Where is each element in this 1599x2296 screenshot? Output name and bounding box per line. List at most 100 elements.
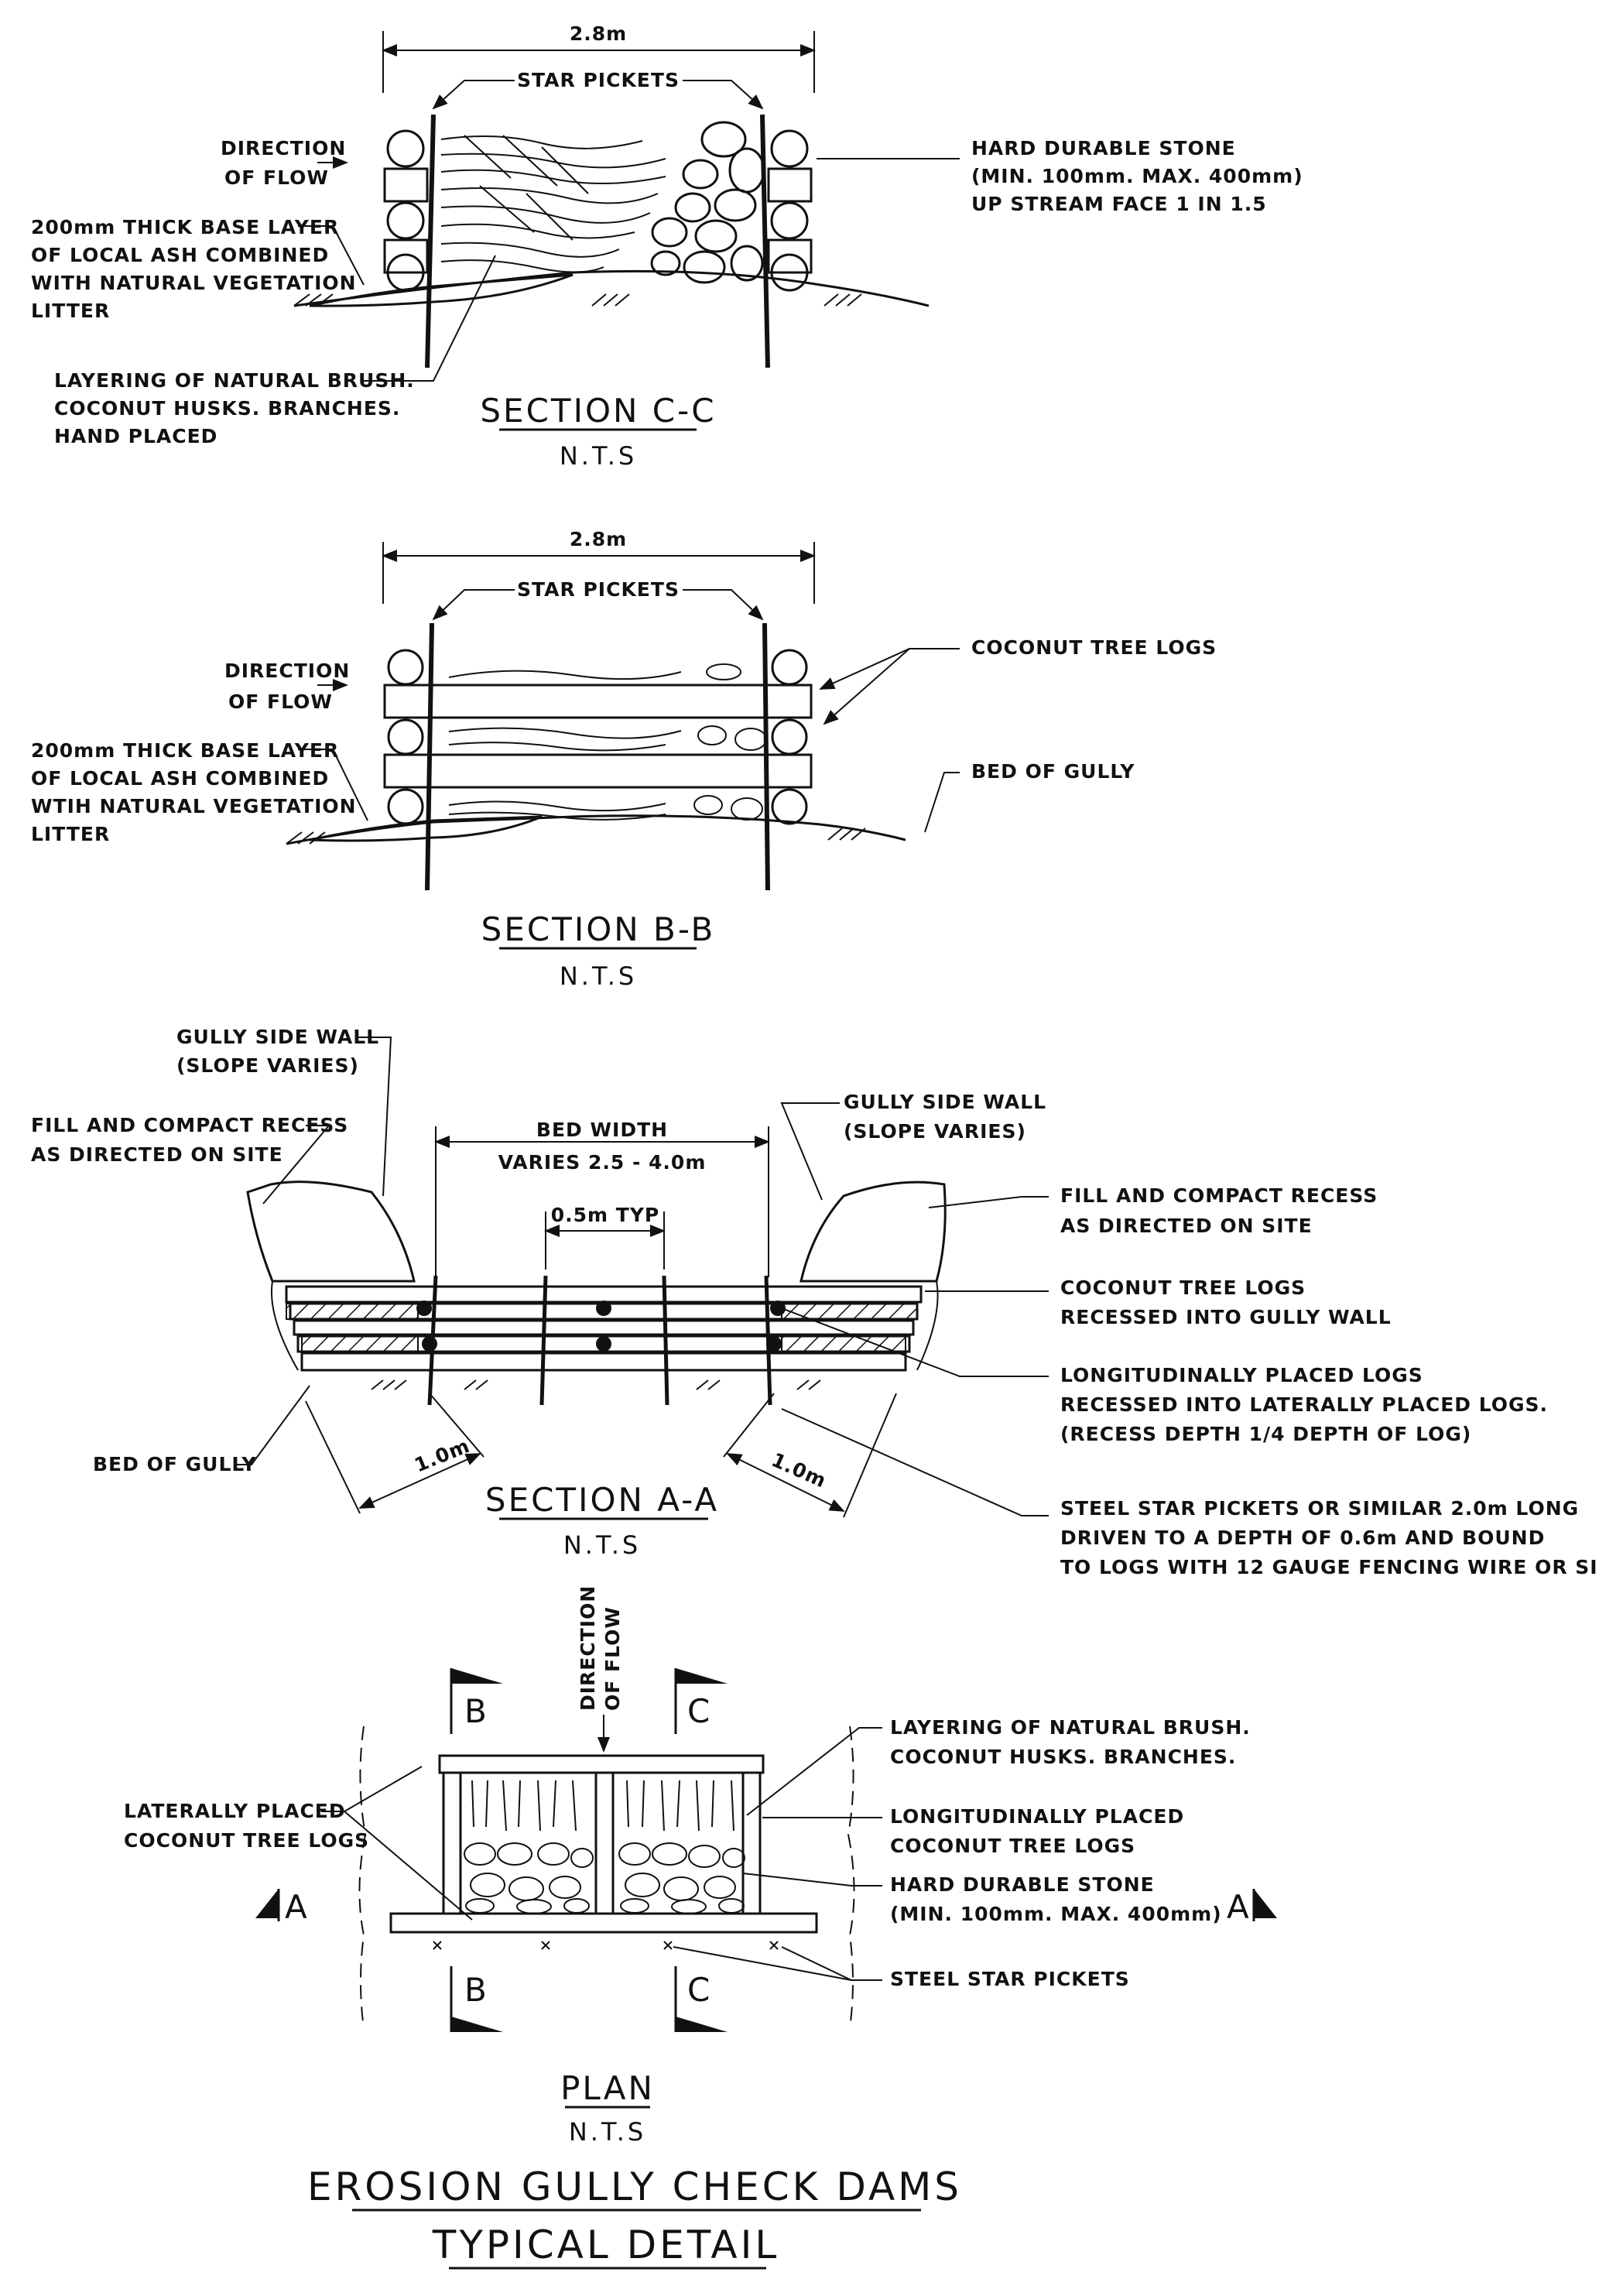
plan-lat-label-2: COCONUT TREE LOGS — [124, 1829, 369, 1852]
cc-pickets-leader-right — [683, 80, 764, 110]
aa-left-side-wall — [246, 1181, 416, 1283]
plan-pickets-leader — [673, 1946, 882, 1981]
plan-title: PLAN — [560, 2069, 655, 2107]
bb-pickets-leader-right — [683, 589, 764, 621]
cc-ground-line — [293, 269, 930, 307]
plan-mark-c-top-flag — [676, 1668, 728, 1684]
aa-logs — [285, 1285, 923, 1372]
cc-right-logs — [767, 129, 813, 292]
bb-bed-label: BED OF GULLY — [971, 760, 1135, 783]
plan-view: DIRECTION OF FLOW B B C C A A — [124, 1585, 1277, 2147]
cc-ground-hatch-mid — [591, 293, 630, 307]
cc-stone-label-1: HARD DURABLE STONE — [971, 137, 1236, 159]
bb-direction-label-2: OF FLOW — [228, 691, 333, 713]
aa-gully-right-leader — [780, 1102, 840, 1201]
plan-gully-edge-right — [847, 1725, 855, 2029]
cc-left-logs — [383, 129, 429, 292]
plan-mark-b-bottom-flag — [451, 2017, 503, 2032]
aa-star-pickets — [427, 1275, 772, 1406]
aa-pickets-leader — [781, 1408, 1049, 1516]
aa-gully-left-leader — [356, 1037, 392, 1197]
cc-star-picket-left — [425, 114, 436, 368]
aa-dim-right-line — [726, 1453, 845, 1512]
aa-gully-right-label-1: GULLY SIDE WALL — [844, 1091, 1046, 1113]
bb-base-label-2: OF LOCAL ASH COMBINED — [31, 767, 329, 790]
aa-bed-leader — [236, 1385, 310, 1465]
cc-base-leader — [298, 225, 365, 286]
cc-star-pickets-label: STAR PICKETS — [517, 69, 680, 91]
plan-mark-c-bottom-flag — [676, 2017, 728, 2032]
cc-layer-leader — [364, 255, 496, 382]
plan-mark-a-left: A — [285, 1888, 310, 1926]
aa-fill-right-leader — [928, 1196, 1049, 1208]
cc-star-picket-right — [760, 114, 770, 368]
aa-pickets-label-2: DRIVEN TO A DEPTH OF 0.6m AND BOUND — [1060, 1527, 1545, 1549]
aa-fill-left-label-1: FILL AND COMPACT RECESS — [31, 1114, 348, 1136]
aa-logs-label-2: RECESSED INTO GULLY WALL — [1060, 1306, 1392, 1328]
aa-ground-hatch — [371, 1379, 821, 1390]
aa-gully-left-label-2: (SLOPE VARIES) — [176, 1054, 359, 1077]
plan-mark-b-bottom: B — [464, 1971, 489, 2009]
plan-layer-leader — [746, 1727, 882, 1816]
aa-typ-label: 0.5m TYP — [551, 1204, 660, 1226]
plan-stone-label-1: HARD DURABLE STONE — [890, 1873, 1155, 1896]
section-bb: 2.8m STAR PICKETS — [31, 528, 1216, 991]
bb-star-picket-right — [762, 622, 770, 891]
cc-stone-fill — [650, 121, 765, 284]
bb-logs-leader-2 — [823, 648, 910, 725]
bb-section-title: SECTION B-B — [481, 910, 716, 948]
cc-base-label-3: WITH NATURAL VEGETATION — [31, 272, 357, 294]
aa-long-label-3: (RECESS DEPTH 1/4 DEPTH OF LOG) — [1060, 1423, 1471, 1445]
aa-fill-right-label-2: AS DIRECTED ON SITE — [1060, 1215, 1313, 1237]
plan-mark-b-top-flag — [451, 1668, 503, 1684]
plan-mark-a-right: A — [1227, 1888, 1251, 1926]
bb-logs-leader-1 — [819, 648, 960, 690]
drawing-title-block: EROSION GULLY CHECK DAMS TYPICAL DETAIL — [307, 2164, 959, 2270]
plan-lat-leader — [321, 1766, 473, 1921]
bb-base-label-1: 200mm THICK BASE LAYER — [31, 739, 339, 762]
cc-stone-label-3: UP STREAM FACE 1 IN 1.5 — [971, 193, 1267, 215]
aa-right-side-wall — [800, 1181, 947, 1283]
cc-direction-label-1: DIRECTION — [221, 137, 346, 159]
cc-base-label-1: 200mm THICK BASE LAYER — [31, 216, 339, 238]
aa-dim-left-ext-a — [305, 1400, 361, 1514]
plan-brush-fill — [471, 1780, 734, 1832]
plan-layer-label-1: LAYERING OF NATURAL BRUSH. — [890, 1716, 1251, 1739]
aa-fill-left-label-2: AS DIRECTED ON SITE — [31, 1143, 283, 1166]
cc-ground-hatch-left — [293, 293, 334, 307]
aa-dim-right-label: 1.0m — [769, 1448, 830, 1492]
aa-dim-right-ext-a — [723, 1393, 775, 1458]
bb-star-pickets-label: STAR PICKETS — [517, 578, 680, 601]
bb-star-picket-left — [425, 622, 434, 891]
plan-stone-leader — [742, 1873, 882, 1886]
bb-brush-fill — [448, 663, 767, 821]
plan-mark-c-bottom: C — [687, 1971, 712, 2009]
plan-long-label-1: LONGITUDINALLY PLACED — [890, 1805, 1184, 1828]
plan-mark-c-top: C — [687, 1692, 712, 1730]
section-cc: 2.8m STAR PICKETS — [31, 22, 1303, 471]
aa-fill-right-label-1: FILL AND COMPACT RECESS — [1060, 1184, 1378, 1207]
bb-scale: N.T.S — [560, 961, 637, 991]
plan-picket-marks — [433, 1941, 779, 1950]
drawing-title-line-2: TYPICAL DETAIL — [432, 2222, 779, 2267]
aa-dim-left-ext-b — [429, 1393, 484, 1458]
plan-stone-label-2: (MIN. 100mm. MAX. 400mm) — [890, 1903, 1222, 1925]
aa-pickets-label-1: STEEL STAR PICKETS OR SIMILAR 2.0m LONG — [1060, 1497, 1579, 1520]
cc-stone-label-2: (MIN. 100mm. MAX. 400mm) — [971, 165, 1303, 187]
aa-dim-right-ext-b — [843, 1393, 897, 1518]
bb-base-leader — [298, 749, 368, 821]
plan-gully-edge-left — [358, 1725, 367, 2029]
cc-scale: N.T.S — [560, 441, 637, 471]
bb-base-label-3: WTIH NATURAL VEGETATION — [31, 795, 357, 817]
aa-bed-label: BED OF GULLY — [93, 1453, 257, 1475]
aa-side-slopes — [270, 1280, 939, 1371]
plan-stone-fill — [464, 1842, 745, 1914]
bb-base-label-4: LITTER — [31, 823, 110, 845]
aa-bed-width-label-1: BED WIDTH — [536, 1119, 668, 1141]
cc-layer-label-2: COCONUT HUSKS. BRANCHES. — [54, 397, 400, 420]
bb-pickets-leader-left — [432, 589, 515, 621]
bb-ground-hatch-right — [827, 828, 866, 841]
plan-long-log-mid — [594, 1771, 615, 1915]
cc-brush-fill — [440, 135, 666, 273]
